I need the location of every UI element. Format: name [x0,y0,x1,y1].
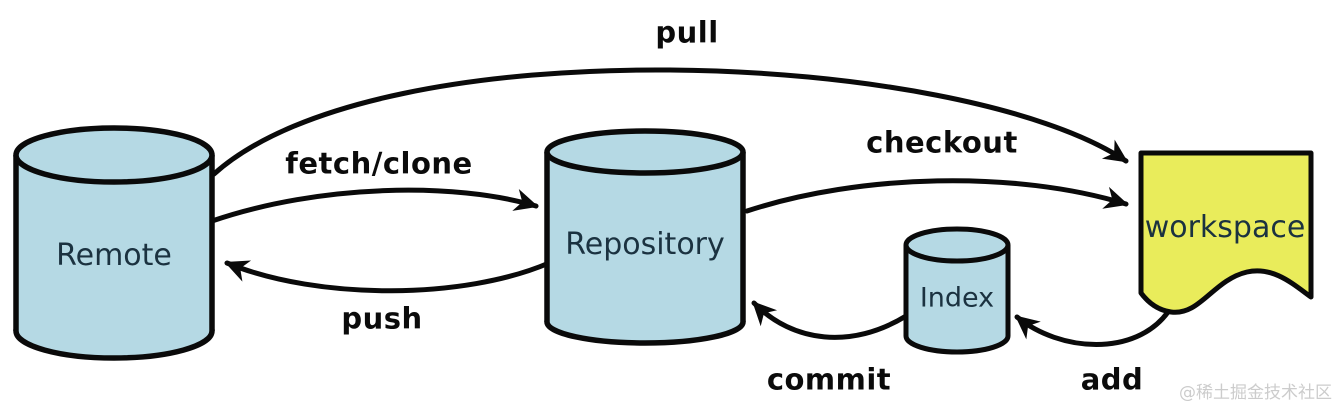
index-cylinder [903,226,1011,355]
remote-cylinder [13,125,215,361]
checkout-arrow [744,178,1129,214]
workspace-label: workspace [1144,210,1306,245]
pull-label: pull [655,15,719,50]
repository-label: Repository [565,227,725,262]
watermark-text: @稀土掘金技术社区 [1179,383,1332,403]
fetch-clone-arrow [209,187,539,224]
pull-arrow [211,67,1129,177]
push-label: push [341,301,423,336]
commit-arrow [751,300,909,340]
commit-label: commit [766,362,892,397]
push-arrow [224,260,552,294]
index-label: Index [919,282,995,314]
add-label: add [1080,362,1144,397]
add-arrow [1014,309,1171,347]
remote-label: Remote [56,238,172,273]
fetch-clone-label: fetch/clone [285,146,473,181]
workspace-note [1138,150,1314,315]
checkout-label: checkout [866,125,1018,160]
repository-cylinder [544,128,746,346]
